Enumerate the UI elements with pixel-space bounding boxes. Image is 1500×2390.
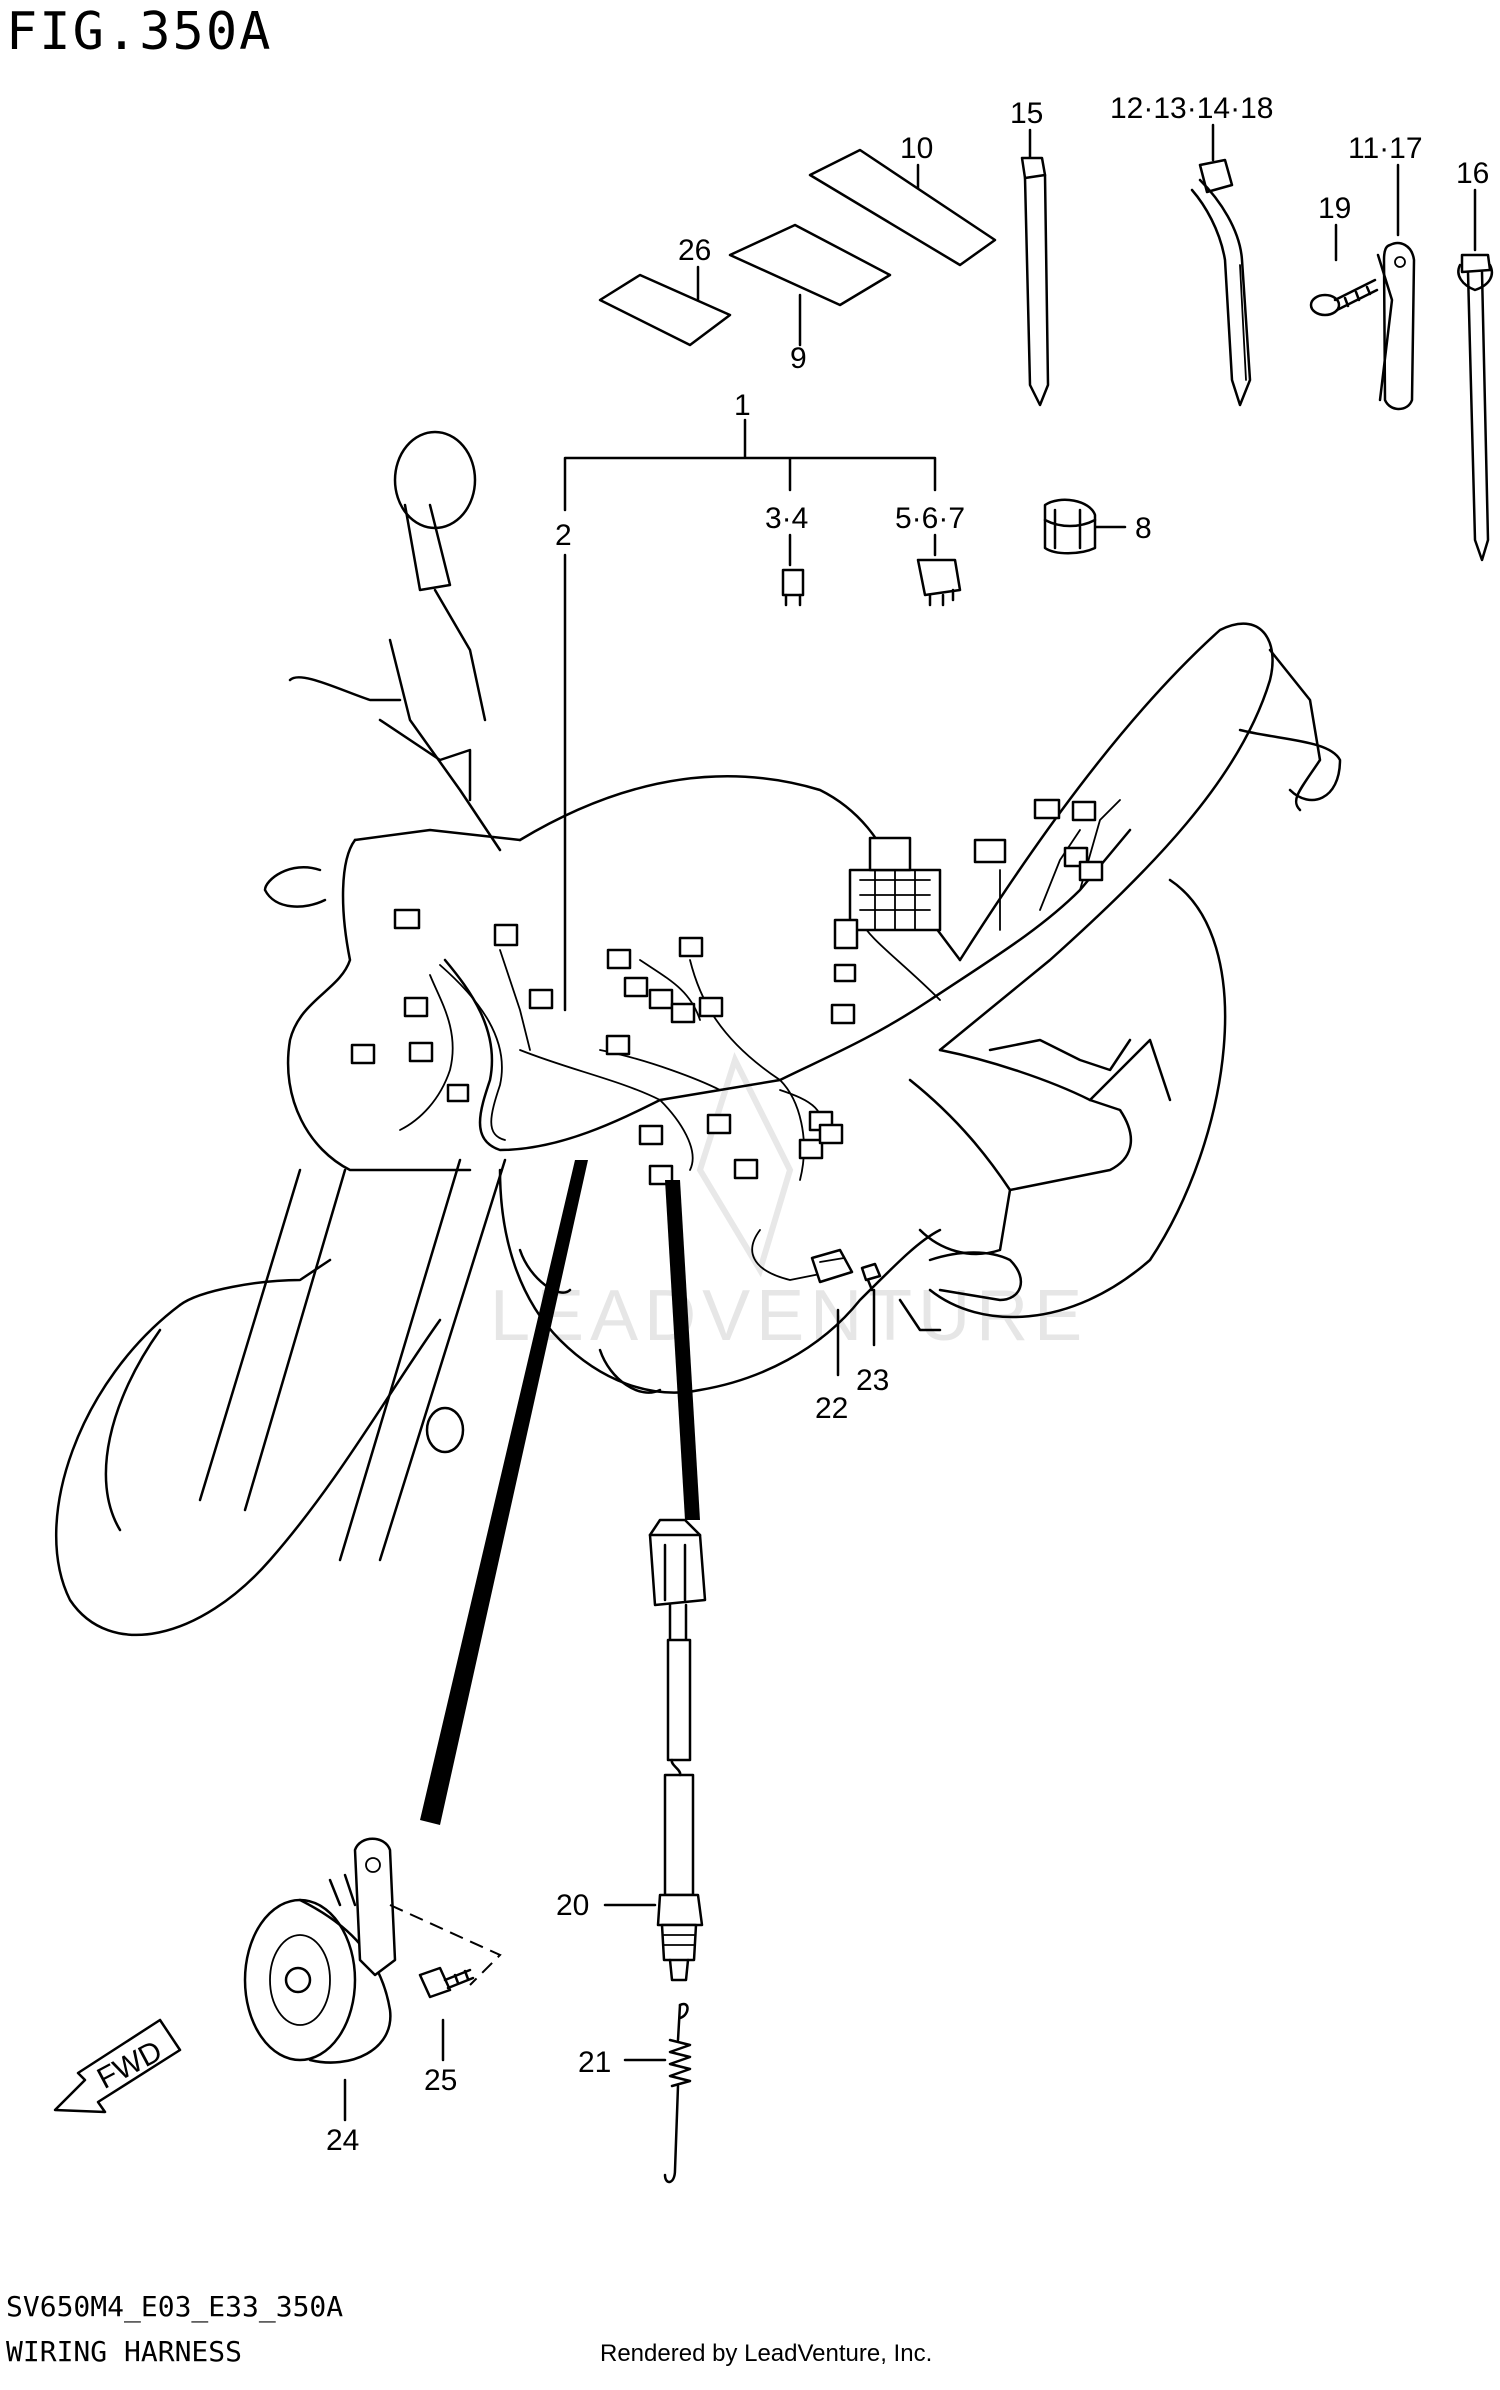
callout-8: 8 <box>1135 512 1152 545</box>
harness-connector <box>833 918 859 950</box>
harness-connector <box>670 1002 696 1024</box>
harness-connector <box>698 996 724 1018</box>
harness-clamp-12 <box>1190 158 1252 407</box>
model-code: SV650M4_E03_E33_350A <box>6 2290 344 2323</box>
callout-1: 1 <box>734 389 751 422</box>
harness-connector <box>493 923 519 947</box>
terminal-cover-part <box>1043 498 1097 555</box>
harness-connector <box>638 1124 664 1146</box>
bolt-25 <box>418 1966 475 1999</box>
forward-direction-arrow: FWD <box>53 2018 182 2114</box>
fuse-box-cover <box>868 836 912 872</box>
harness-connector <box>830 1003 856 1025</box>
brake-light-switch-20 <box>648 1518 707 1982</box>
harness-connector <box>648 988 674 1010</box>
spring-21 <box>663 2002 692 2184</box>
leadventure-watermark: LEADVENTURE <box>490 1052 1088 1356</box>
callout-12-13-14-18: 12·13·14·18 <box>1110 92 1273 125</box>
main-wiring-harness <box>350 798 1132 1284</box>
callout-20: 20 <box>556 1889 589 1922</box>
horn-location-pointer <box>420 1160 588 1825</box>
callout-26: 26 <box>678 234 711 267</box>
section-name: WIRING HARNESS <box>6 2335 243 2368</box>
harness-connector <box>623 976 649 998</box>
harness-connector <box>1071 800 1097 822</box>
clamp-bolt-23 <box>860 1262 882 1292</box>
callout-19: 19 <box>1318 192 1351 225</box>
harness-connector <box>678 936 704 958</box>
motorcycle-outline <box>55 430 1342 1637</box>
harness-connector <box>350 1043 376 1065</box>
figure-title: FIG.350A <box>6 2 273 62</box>
cable-tie-16 <box>1457 253 1494 562</box>
fuse-part <box>781 568 805 607</box>
callout-5-6-7: 5·6·7 <box>895 502 965 535</box>
switch-location-pointer <box>665 1180 700 1520</box>
render-credit: Rendered by LeadVenture, Inc. <box>600 2340 933 2367</box>
callout-25: 25 <box>424 2064 457 2097</box>
harness-connector <box>1078 860 1104 882</box>
harness-connector <box>733 1158 759 1180</box>
callout-10: 10 <box>900 132 933 165</box>
horn-24 <box>243 1837 502 2064</box>
relay-part <box>916 558 962 607</box>
harness-connector <box>606 948 632 970</box>
callout-24: 24 <box>326 2124 359 2157</box>
callout-9: 9 <box>790 342 807 375</box>
callout-3-4: 3·4 <box>765 502 808 535</box>
harness-connector <box>1033 798 1061 820</box>
harness-connector <box>973 838 1007 864</box>
callout-2: 2 <box>555 519 572 552</box>
harness-connector <box>706 1113 732 1135</box>
harness-connector <box>818 1123 844 1145</box>
cable-tie-15 <box>1020 156 1050 407</box>
callout-15: 15 <box>1010 97 1043 130</box>
callout-21: 21 <box>578 2046 611 2079</box>
harness-connector <box>605 1034 631 1056</box>
harness-connector <box>648 1164 674 1186</box>
callout-11-17: 11·17 <box>1348 132 1423 165</box>
harness-connector <box>403 996 429 1018</box>
harness-clamp-11 <box>1376 241 1416 411</box>
cushion-pad-9 <box>728 223 892 307</box>
watermark-text: LEADVENTURE <box>490 1276 1088 1356</box>
callout-22: 22 <box>815 1392 848 1425</box>
screw-19 <box>1309 278 1379 317</box>
callout-23: 23 <box>856 1364 889 1397</box>
callout-labels: 1 2 3·4 5·6·7 8 9 10 11·17 12·13·14·18 1… <box>326 92 1489 2157</box>
callout-16: 16 <box>1456 157 1489 190</box>
label-sheet-26 <box>598 273 732 347</box>
harness-connector <box>393 908 421 930</box>
cushion-pad-10 <box>808 148 997 267</box>
harness-connector <box>408 1041 434 1063</box>
harness-connector <box>446 1083 470 1103</box>
harness-connector <box>833 963 857 983</box>
leader-lines <box>343 123 1477 2122</box>
harness-connector <box>528 988 554 1010</box>
harness-connector <box>798 1138 824 1160</box>
